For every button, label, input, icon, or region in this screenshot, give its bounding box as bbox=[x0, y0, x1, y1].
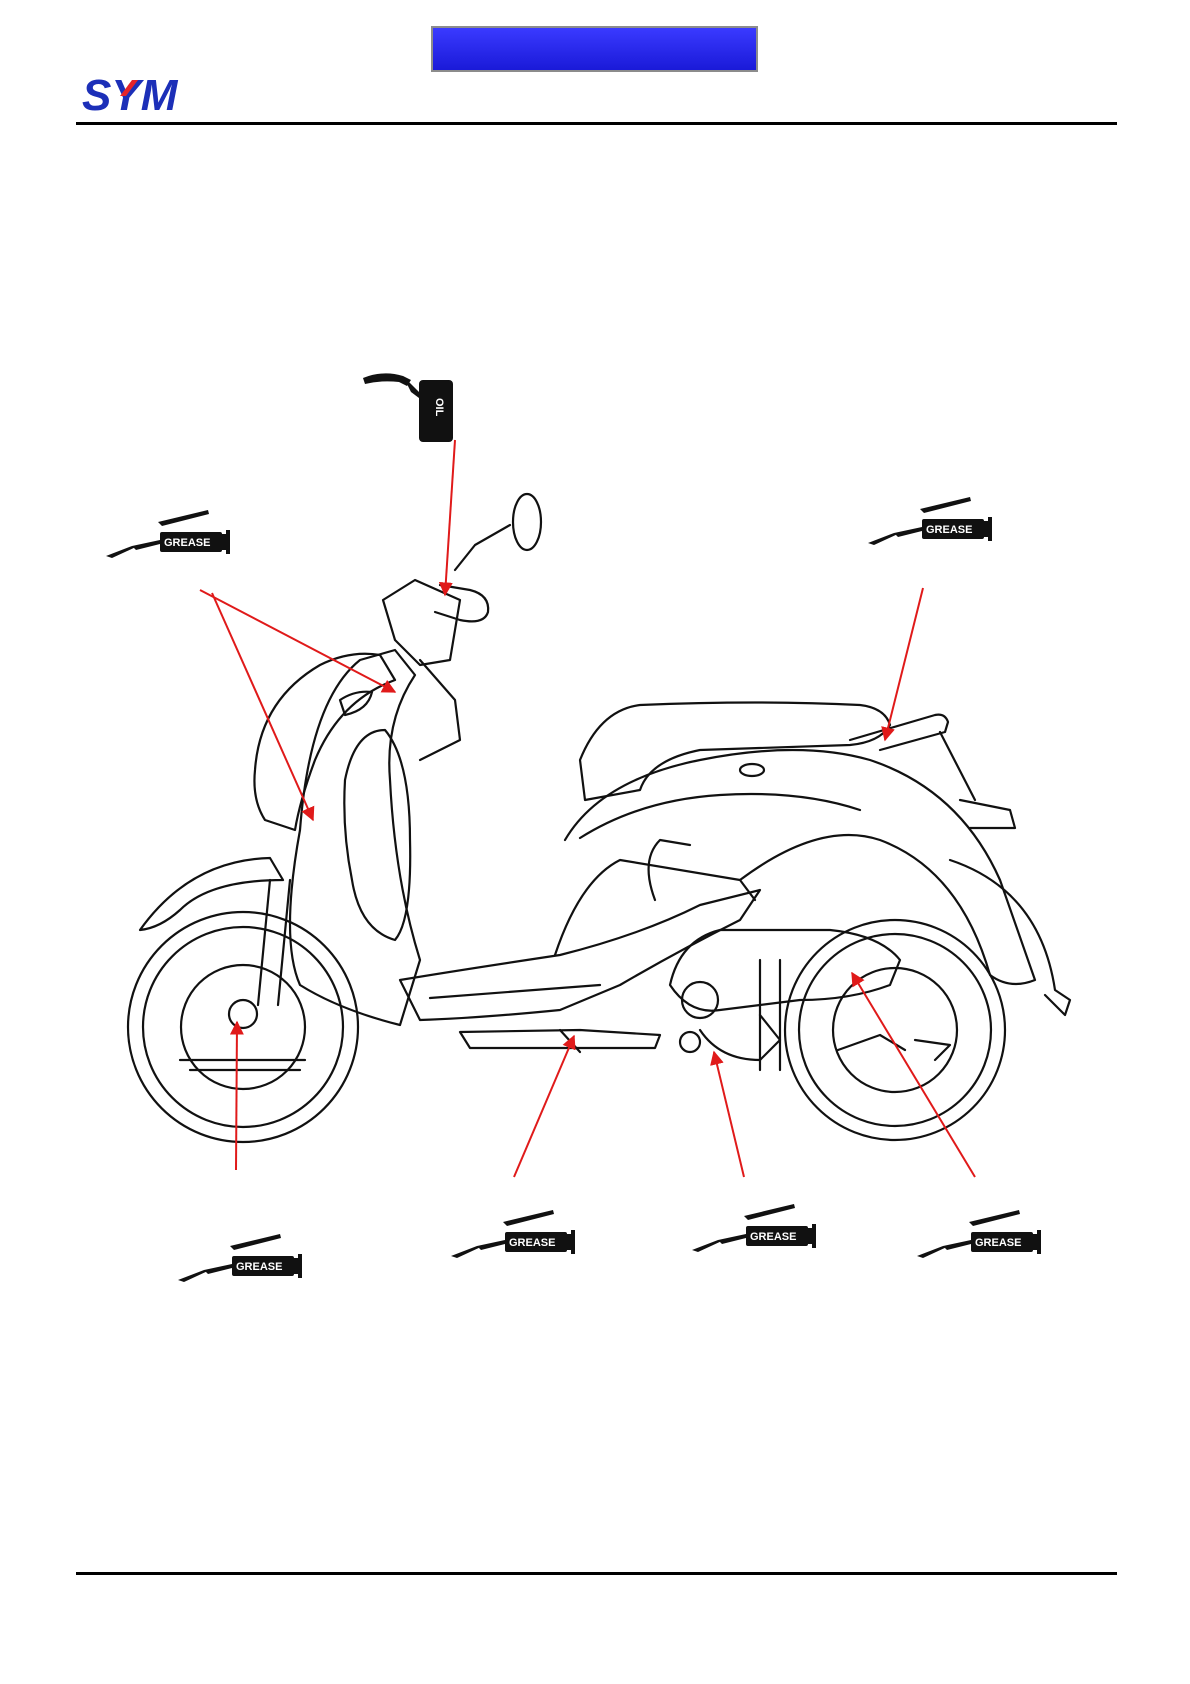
grease-gun-icon: GREASE bbox=[917, 1210, 1041, 1258]
leader-front-wheel bbox=[236, 1022, 237, 1170]
scooter-outline bbox=[128, 494, 1070, 1142]
leader-side-stand bbox=[714, 1052, 744, 1177]
grease-gun-icon: GREASE bbox=[106, 510, 230, 558]
rear-body bbox=[565, 750, 1035, 984]
leader-rear-carrier bbox=[885, 588, 923, 740]
floorboard bbox=[400, 890, 760, 1020]
leg-shield bbox=[290, 650, 420, 1025]
engine-case bbox=[670, 930, 900, 1011]
leader-center-stand bbox=[514, 1036, 574, 1177]
leader-rear-brake bbox=[852, 973, 975, 1177]
front-fender bbox=[140, 858, 283, 930]
leader-oil bbox=[445, 440, 455, 595]
grease-gun-icon: GREASE bbox=[178, 1234, 302, 1282]
leader-steering bbox=[200, 590, 395, 692]
rear-fender bbox=[950, 860, 1070, 1015]
grease-label-front-body: GREASE bbox=[164, 537, 210, 549]
grease-gun-icon: GREASE bbox=[451, 1210, 575, 1258]
grease-label-front-wheel: GREASE bbox=[236, 1261, 282, 1273]
center-stand bbox=[460, 1030, 660, 1048]
handlebar-cover bbox=[383, 580, 460, 665]
grease-label-side-stand: GREASE bbox=[750, 1231, 796, 1243]
mirror bbox=[513, 494, 541, 550]
oil-can-icon: OIL bbox=[363, 373, 453, 442]
leader-front-body bbox=[212, 593, 313, 820]
rear-carrier bbox=[850, 715, 948, 750]
oil-label: OIL bbox=[433, 398, 445, 417]
grease-label-rear-brake: GREASE bbox=[975, 1237, 1021, 1249]
grease-gun-icon: GREASE bbox=[868, 497, 992, 545]
grease-label-center-stand: GREASE bbox=[509, 1237, 555, 1249]
grease-gun-icon: GREASE bbox=[692, 1204, 816, 1252]
grease-label-rear-carrier: GREASE bbox=[926, 524, 972, 536]
